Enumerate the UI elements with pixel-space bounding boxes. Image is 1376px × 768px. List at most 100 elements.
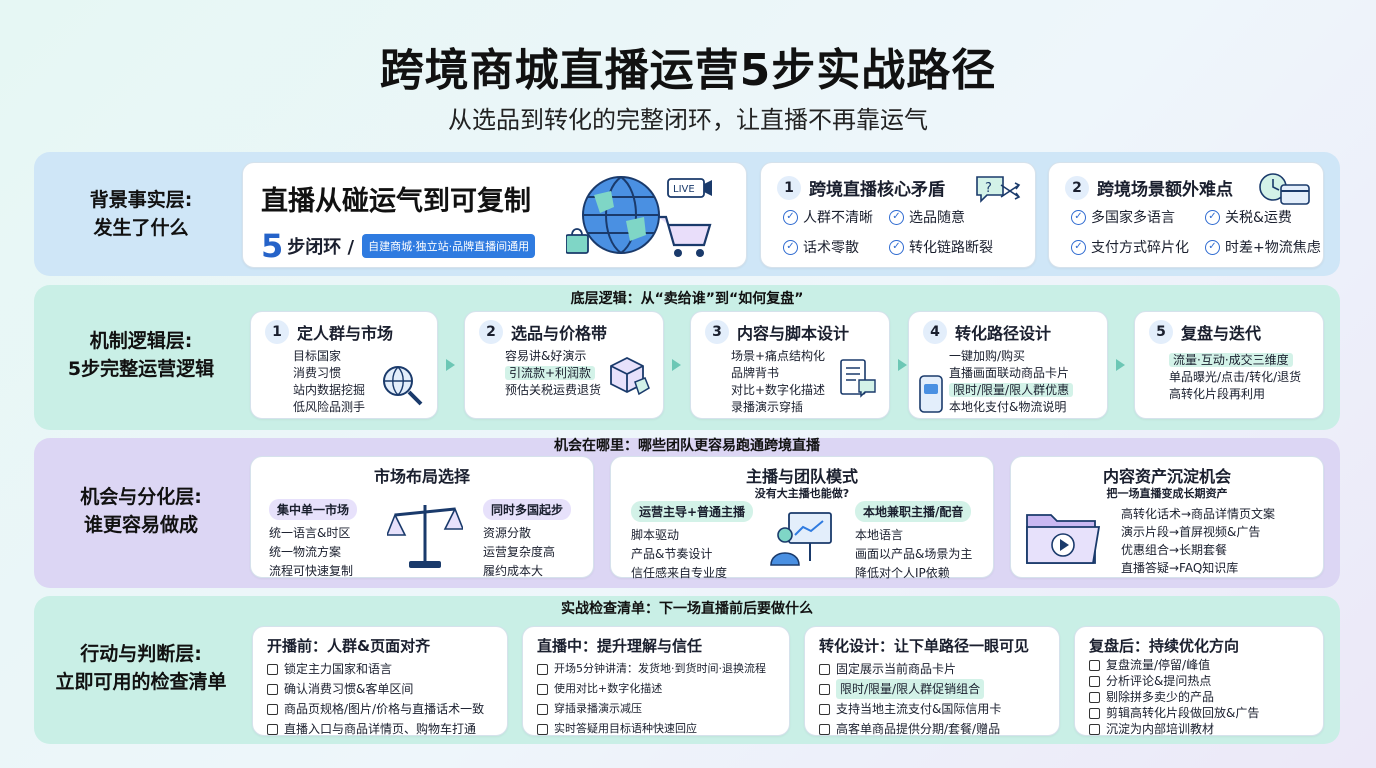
checkbox-icon xyxy=(1089,707,1100,719)
check-item: ✓支付方式碎片化 xyxy=(1071,237,1189,257)
check-item: ✓话术零散 xyxy=(783,237,873,257)
layer-label: 行动与判断层: 立即可用的检查清单 xyxy=(55,643,227,693)
question-shuffle-icon: ? xyxy=(976,176,1021,203)
checkbox-icon xyxy=(819,723,830,735)
band-caption: 机会在哪里：哪些团队更容易跑通跨境直播 xyxy=(554,438,820,454)
check-icon: ✓ xyxy=(783,239,798,255)
band-caption: 底层逻辑：从“卖给谁”到“如何复盘” xyxy=(570,291,804,307)
step-title: 转化路径设计 xyxy=(955,324,1052,343)
checklist-item[interactable]: 剪辑高转化片段做回放&广告 xyxy=(1089,705,1259,721)
check-item: ✓转化链路断裂 xyxy=(889,237,993,257)
card-title: 市场布局选择 xyxy=(373,467,470,486)
check-icon: ✓ xyxy=(889,209,904,225)
checkbox-icon xyxy=(1089,691,1100,703)
checkbox-icon xyxy=(267,703,278,715)
market-layout-card: 市场布局选择 集中单一市场 统一语言&时区统一物流方案流程可快速复制 同时多国起… xyxy=(250,456,594,578)
step-title: 内容与脚本设计 xyxy=(737,324,850,343)
checklist-item[interactable]: 限时/限量/限人群促销组合 xyxy=(819,679,1001,699)
page-title: 跨境商城直播运营5步实战路径 xyxy=(379,45,997,96)
step-number: 3 xyxy=(705,320,729,344)
checkbox-icon xyxy=(267,723,278,735)
card-title: 转化设计：让下单路径一眼可见 xyxy=(819,637,1030,655)
hero-card: 直播从碰运气到可复制 5 步闭环 / 自建商城·独立站·品牌直播间通用 LIVE xyxy=(242,162,747,268)
script-chat-icon xyxy=(840,359,876,398)
arrow-icon xyxy=(1116,359,1125,371)
live-badge: LIVE xyxy=(673,184,695,195)
option-pill: 运营主导+普通主播 xyxy=(631,501,754,522)
checklist-item[interactable]: 确认消费习惯&客单区间 xyxy=(267,679,484,699)
hero-title: 直播从碰运气到可复制 xyxy=(261,186,531,217)
magnifier-globe-icon xyxy=(383,366,423,406)
team-mode-card: 主播与团队模式 没有大主播也能做? 运营主导+普通主播 脚本驱动产品&节奏设计信… xyxy=(610,456,994,580)
step-title: 选品与价格带 xyxy=(511,324,608,343)
checklist-item[interactable]: 锁定主力国家和语言 xyxy=(267,659,484,679)
checklist-item[interactable]: 使用对比+数字化描述 xyxy=(537,679,766,699)
checklist-item[interactable]: 分析评论&提问热点 xyxy=(1089,673,1259,689)
balance-scale-icon xyxy=(387,505,463,568)
card-title: 跨境场景额外难点 xyxy=(1097,180,1233,200)
check-icon: ✓ xyxy=(1071,239,1086,255)
page-subtitle: 从选品到转化的完整闭环，让直播不再靠运气 xyxy=(448,106,928,134)
checklist-card-pre: 开播前：人群&页面对齐 锁定主力国家和语言 确认消费习惯&客单区间 商品页规格/… xyxy=(252,626,508,736)
card-subtitle: 把一场直播变成长期资产 xyxy=(1106,487,1228,500)
checkbox-icon xyxy=(267,663,278,675)
hero-number: 5 xyxy=(261,227,284,265)
card-title: 复盘后：持续优化方向 xyxy=(1089,637,1240,655)
checkbox-icon xyxy=(1089,659,1100,671)
content-asset-card: 内容资产沉淀机会 把一场直播变成长期资产 高转化话术→商品详情页文案演示片段→首… xyxy=(1010,456,1324,578)
layer-label: 机会与分化层: 谁更容易做成 xyxy=(80,486,202,536)
video-folder-icon xyxy=(1026,514,1101,564)
opportunity-layer: 机会在哪里：哪些团队更容易跑通跨境直播 机会与分化层: 谁更容易做成 市场布局选… xyxy=(34,438,1340,588)
checklist-card-review: 复盘后：持续优化方向 复盘流量/停留/峰值 分析评论&提问热点 剔除拼多卖少的产… xyxy=(1074,626,1324,736)
step-number: 4 xyxy=(923,320,947,344)
step-number: 5 xyxy=(1149,320,1173,344)
checklist-item[interactable]: 高客单商品提供分期/套餐/赠品 xyxy=(819,719,1001,739)
checklist-item[interactable]: 商品页规格/图片/价格与直播话术一致 xyxy=(267,699,484,719)
action-layer: 实战检查清单：下一场直播前后要做什么 行动与判断层: 立即可用的检查清单 开播前… xyxy=(34,596,1340,744)
option-pill: 同时多国起步 xyxy=(483,499,572,520)
hero-tag: 自建商城·独立站·品牌直播间通用 xyxy=(362,234,536,258)
presenter-board-icon xyxy=(770,512,832,566)
layer-label: 背景事实层: 发生了什么 xyxy=(89,189,193,239)
checkbox-icon xyxy=(537,683,548,695)
step-number: 1 xyxy=(777,175,801,200)
phone-icon xyxy=(919,375,943,413)
card-subtitle: 没有大主播也能做? xyxy=(754,487,850,500)
band-caption: 实战检查清单：下一场直播前后要做什么 xyxy=(561,601,813,617)
checklist-item[interactable]: 剔除拼多卖少的产品 xyxy=(1089,689,1259,705)
svg-text:?: ? xyxy=(985,181,992,196)
checklist-card-live: 直播中：提升理解与信任 开场5分钟讲清：发货地·到货时间·退换流程 使用对比+数… xyxy=(522,626,790,736)
checklist-item[interactable]: 开场5分钟讲清：发货地·到货时间·退换流程 xyxy=(537,659,766,679)
checklist-card-conversion: 转化设计：让下单路径一眼可见 固定展示当前商品卡片 限时/限量/限人群促销组合 … xyxy=(804,626,1060,736)
extra-difficulty-card: 2 跨境场景额外难点 ✓多国家多语言 ✓关税&运费 ✓支付方式碎片化 ✓时差+物… xyxy=(1048,162,1324,268)
arrow-icon xyxy=(446,359,455,371)
check-item: ✓人群不清晰 xyxy=(783,207,873,227)
option-pill: 集中单一市场 xyxy=(269,499,358,520)
checklist-item[interactable]: 支持当地主流支付&国际信用卡 xyxy=(819,699,1001,719)
arrow-icon xyxy=(898,359,907,371)
checklist-item[interactable]: 复盘流量/停留/峰值 xyxy=(1089,657,1259,673)
checkbox-icon xyxy=(537,663,548,675)
check-item: ✓选品随意 xyxy=(889,207,993,227)
checklist-item[interactable]: 穿插录播演示减压 xyxy=(537,699,766,719)
card-title: 跨境直播核心矛盾 xyxy=(809,180,945,200)
checkbox-icon xyxy=(537,703,548,715)
check-icon: ✓ xyxy=(1071,209,1086,225)
arrow-icon xyxy=(672,359,681,371)
step-number: 2 xyxy=(1065,175,1089,200)
check-item: ✓时差+物流焦虑 xyxy=(1205,237,1321,257)
checklist-item[interactable]: 沉淀为内部培训教材 xyxy=(1089,721,1259,737)
check-icon: ✓ xyxy=(1205,239,1220,255)
checkbox-icon xyxy=(819,683,830,695)
checkbox-icon xyxy=(1089,723,1100,735)
check-icon: ✓ xyxy=(1205,209,1220,225)
checklist-item[interactable]: 固定展示当前商品卡片 xyxy=(819,659,1001,679)
checklist-item[interactable]: 实时答疑用目标语种快速回应 xyxy=(537,719,766,739)
checklist-item[interactable]: 直播入口与商品详情页、购物车打通 xyxy=(267,719,484,739)
card-title: 开播前：人群&页面对齐 xyxy=(267,637,431,655)
check-item: ✓多国家多语言 xyxy=(1071,207,1189,227)
